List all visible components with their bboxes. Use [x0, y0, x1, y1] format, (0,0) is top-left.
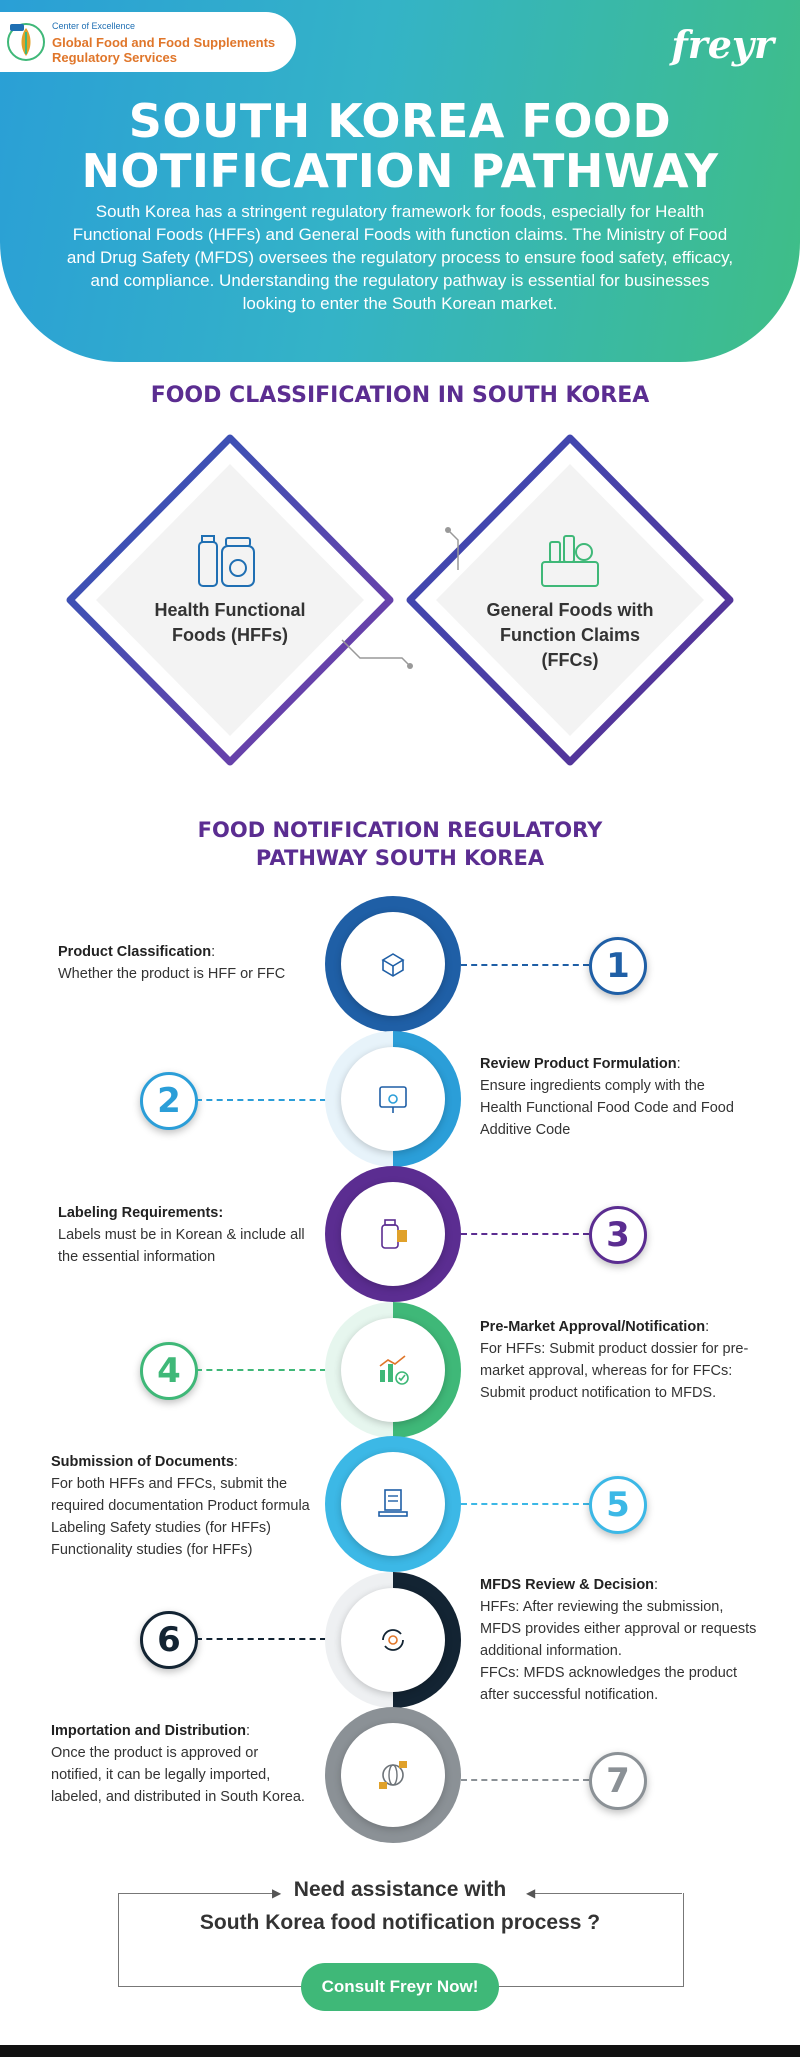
step-5-ring [325, 1436, 461, 1572]
step-7-text: Importation and Distribution: Once the p… [51, 1723, 305, 1805]
step-2-connector [196, 1099, 326, 1101]
pathway-title-line2: PATHWAY SOUTH KOREA [255, 846, 545, 870]
review-cycle-icon [382, 1629, 404, 1651]
ffc-label: General Foods with Function Claims (FFCs… [470, 598, 670, 673]
ffc-label-line1: General Foods with [486, 600, 654, 620]
badge-title-line1: Global Food and Food Supplements [52, 35, 276, 50]
network-cube-icon [381, 953, 405, 977]
classification-title: FOOD CLASSIFICATION IN SOUTH KOREA [150, 383, 650, 408]
step-3-title: Labeling Requirements: [58, 1205, 224, 1221]
step-4-text: Pre-Market Approval/Notification: For HF… [480, 1319, 749, 1401]
step-4-body: For HFFs: Submit product dossier for pre… [480, 1341, 749, 1401]
step-1-ring [325, 896, 461, 1032]
step-1-title: Product Classification [58, 944, 212, 960]
step-4-number: 4 [140, 1342, 198, 1400]
header-banner: Center of Excellence Global Food and Foo… [0, 0, 800, 362]
step-4-connector [196, 1369, 326, 1371]
step-5-text: Submission of Documents: For both HFFs a… [51, 1454, 310, 1558]
step-2-body: Ensure ingredients comply with the Healt… [480, 1078, 734, 1138]
step-2-ring [325, 1031, 461, 1167]
step-7-title: Importation and Distribution [51, 1723, 246, 1739]
formula-screen-icon [379, 1086, 407, 1113]
bottle-jar-icon [198, 535, 255, 587]
step-5-body: For both HFFs and FFCs, submit the requi… [51, 1476, 310, 1558]
step-6-body-line1: HFFs: After reviewing the submission, MF… [480, 1599, 757, 1659]
step-7-connector [461, 1779, 589, 1781]
step-7-body: Once the product is approved or notified… [51, 1745, 305, 1805]
ffc-label-line2: Function Claims [499, 625, 640, 645]
step-3-body: Labels must be in Korean & include all t… [58, 1227, 305, 1265]
coe-badge: Center of Excellence Global Food and Foo… [0, 12, 296, 72]
step-7-ring [325, 1707, 461, 1843]
step-4-ring [325, 1302, 461, 1438]
arrow-right-icon: ▶ [272, 1886, 282, 1900]
footer-bar [0, 2045, 800, 2057]
chart-check-icon [379, 1355, 409, 1385]
step-5-number: 5 [589, 1476, 647, 1534]
step-6-number: 6 [140, 1611, 198, 1669]
hff-label: Health Functional Foods (HFFs) [130, 598, 330, 648]
step-6-connector [196, 1638, 326, 1640]
badge-caption: Center of Excellence [52, 21, 136, 31]
pathway-title-line1: FOOD NOTIFICATION REGULATORY [197, 818, 603, 842]
arrow-left-icon: ◀ [526, 1886, 536, 1900]
document-laptop-icon [378, 1489, 408, 1517]
step-6-title: MFDS Review & Decision [480, 1577, 655, 1593]
step-1-text: Product Classification: Whether the prod… [58, 944, 286, 982]
consult-button[interactable]: Consult Freyr Now! [301, 1963, 499, 2011]
page-title-line1: SOUTH KOREA FOOD [128, 94, 672, 148]
label-bottle-icon [381, 1219, 407, 1249]
page-title: SOUTH KOREA FOOD NOTIFICATION PATHWAY [0, 96, 800, 196]
classification-diagram: Health Functional Foods (HFFs) General F… [60, 430, 740, 770]
pathway-title: FOOD NOTIFICATION REGULATORY PATHWAY SOU… [0, 816, 800, 872]
brand-logo[interactable]: freyr [671, 22, 774, 67]
step-2-text: Review Product Formulation: Ensure ingre… [480, 1056, 734, 1138]
hff-label-line2: Foods (HFFs) [172, 625, 288, 645]
step-2-title: Review Product Formulation [480, 1056, 677, 1072]
step-5-title: Submission of Documents [51, 1454, 234, 1470]
intro-paragraph: South Korea has a stringent regulatory f… [66, 202, 734, 313]
step-1-body: Whether the product is HFF or FFC [58, 966, 286, 982]
step-3-text: Labeling Requirements: Labels must be in… [58, 1202, 318, 1268]
step-1-number: 1 [589, 937, 647, 995]
ffc-label-line3: (FFCs) [541, 650, 599, 670]
globe-boxes-icon [379, 1761, 407, 1789]
badge-logo-icon [7, 23, 45, 61]
step-2-number: 2 [140, 1072, 198, 1130]
step-5-connector [461, 1503, 589, 1505]
cta-heading-line1: Need assistance with [293, 1878, 507, 1901]
badge-title-line2: Regulatory Services [52, 50, 178, 65]
step-6-body-line2: FFCs: MFDS acknowledges the product afte… [480, 1665, 738, 1703]
step-3-number: 3 [589, 1206, 647, 1264]
step-7-number: 7 [589, 1752, 647, 1810]
hff-label-line1: Health Functional [154, 600, 306, 620]
step-6-ring [325, 1572, 461, 1708]
step-6-text: MFDS Review & Decision: HFFs: After revi… [480, 1577, 757, 1703]
badge-title: Global Food and Food Supplements Regulat… [52, 35, 275, 65]
step-3-ring [325, 1166, 461, 1302]
step-4-title: Pre-Market Approval/Notification [480, 1319, 706, 1335]
step-1-connector [461, 964, 589, 966]
cta-heading-line2: South Korea food notification process ? [199, 1911, 601, 1934]
page-title-line2: NOTIFICATION PATHWAY [81, 144, 719, 198]
cta-top-line-right [530, 1893, 682, 1894]
cta-top-line-left [118, 1893, 278, 1894]
grocery-icon [541, 535, 599, 587]
classification-diamonds [66, 434, 734, 766]
step-3-connector [461, 1233, 589, 1235]
